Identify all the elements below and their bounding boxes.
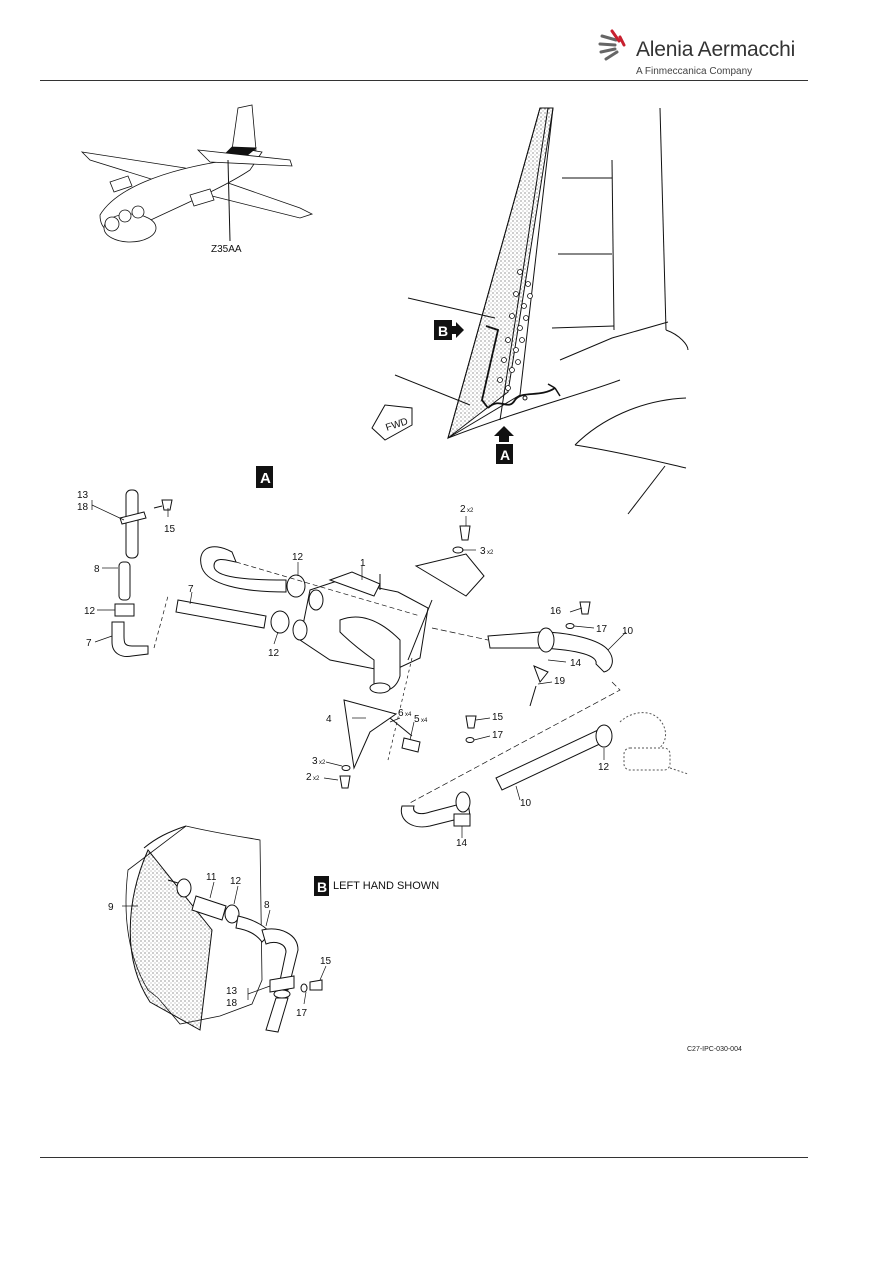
callout-17: 17	[596, 624, 608, 635]
callout-15-b: 15	[320, 956, 332, 967]
callout-12b: 12	[292, 552, 304, 563]
brand-subtitle: A Finmeccanica Company	[636, 66, 753, 77]
callout-6: 6	[398, 708, 404, 719]
callout-2-top: 2	[460, 504, 466, 515]
callout-3-top-qty: x2	[487, 550, 494, 556]
callout-2-bottom-qty: x2	[313, 776, 320, 782]
view-b-caption: LEFT HAND SHOWN	[333, 880, 440, 892]
callout-12: 12	[84, 606, 96, 617]
callout-10b: 10	[520, 798, 532, 809]
callout-14: 14	[570, 658, 582, 669]
callout-18-b: 18	[226, 998, 238, 1009]
callout-13-b: 13	[226, 986, 238, 997]
detail-a-parts	[111, 489, 689, 828]
view-b-heading: B	[314, 876, 329, 896]
footer-divider	[40, 1157, 808, 1158]
callout-15: 15	[164, 524, 176, 535]
callout-11: 11	[206, 872, 217, 883]
view-a-marker: A	[494, 426, 514, 464]
callout-3-bottom: 3	[312, 756, 318, 767]
callout-12-b: 12	[230, 876, 242, 887]
callout-12c: 12	[268, 648, 280, 659]
callout-17-b: 17	[296, 1008, 308, 1019]
figure-code: C27-IPC-030-004	[687, 1046, 742, 1053]
brand-logo: Alenia Aermacchi A Finmeccanica Company	[598, 28, 798, 80]
aircraft-locator-illustration	[80, 104, 314, 243]
callout-2-top-qty: x2	[467, 508, 474, 514]
header-divider	[40, 80, 808, 81]
callout-14b: 14	[456, 838, 468, 849]
callout-3-bottom-qty: x2	[319, 760, 326, 766]
view-b-marker: B	[434, 320, 464, 340]
view-a-letter-bottom: A	[500, 447, 510, 463]
callout-17b: 17	[492, 730, 504, 741]
callout-8-b: 8	[264, 900, 270, 911]
fwd-direction-arrow: FWD	[371, 404, 413, 441]
detail-a-callouts: 13 18 15 8 12 7 7 12 12 1 2 x2 3 x2 4 6 …	[77, 490, 634, 849]
callout-13: 13	[77, 490, 89, 501]
callout-2-bottom: 2	[306, 772, 312, 783]
callout-5-qty: x4	[421, 718, 428, 724]
detail-b-callouts: 9 11 12 8 13 18 17 15	[108, 872, 332, 1019]
view-a-title: A	[260, 470, 271, 487]
callout-8: 8	[94, 564, 100, 575]
callout-16: 16	[550, 606, 562, 617]
callout-18: 18	[77, 502, 89, 513]
view-a-heading: A	[256, 466, 273, 488]
callout-1: 1	[360, 558, 366, 569]
callout-9: 9	[108, 902, 114, 913]
callout-10: 10	[622, 626, 634, 637]
view-b-letter-top: B	[438, 323, 448, 339]
callout-4: 4	[326, 714, 332, 725]
detail-b-parts	[125, 825, 323, 1033]
callout-7: 7	[86, 638, 92, 649]
callout-7b: 7	[188, 584, 194, 595]
zone-reference-label: Z35AA	[211, 244, 242, 255]
brand-name: Alenia Aermacchi	[636, 38, 796, 61]
callout-5: 5	[414, 714, 420, 725]
detail-a-leaders	[91, 500, 627, 838]
callout-12d: 12	[598, 762, 610, 773]
view-b-title: B	[317, 879, 327, 895]
detail-b-leaders	[122, 881, 327, 1005]
tail-overview-illustration	[394, 107, 689, 515]
callout-6-qty: x4	[405, 712, 412, 718]
callout-3-top: 3	[480, 546, 486, 557]
callout-19: 19	[554, 676, 566, 687]
callout-15b: 15	[492, 712, 504, 723]
alenia-aermacchi-logo-icon	[598, 29, 626, 61]
